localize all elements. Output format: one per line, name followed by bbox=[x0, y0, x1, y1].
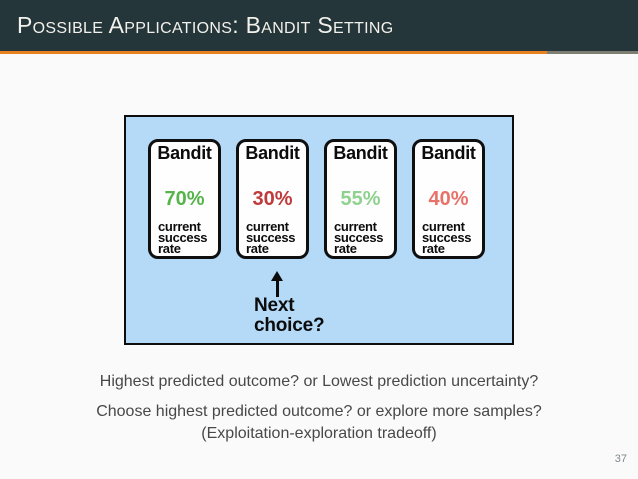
progress-bar-fill bbox=[0, 51, 547, 54]
page-number: 37 bbox=[614, 453, 627, 465]
bandit-card-title: Bandit bbox=[245, 143, 300, 163]
bandit-card-title: Bandit bbox=[333, 143, 388, 163]
progress-bar bbox=[0, 51, 638, 54]
next-choice-line: Next bbox=[254, 295, 295, 316]
caption-line: success bbox=[158, 230, 208, 245]
caption-line: rate bbox=[422, 241, 445, 256]
caption-line: rate bbox=[246, 241, 269, 256]
next-choice-label: Next choice? bbox=[254, 295, 325, 336]
bandit-card-caption: current success rate bbox=[334, 219, 384, 256]
caption-line: current bbox=[158, 219, 201, 234]
bandit-diagram-panel: Bandit 70% current success rate Bandit 3… bbox=[124, 115, 514, 345]
bandit-success-rate: 30% bbox=[252, 188, 293, 210]
body-text-tradeoff: (Exploitation-exploration tradeoff) bbox=[201, 425, 437, 442]
body-text-question-2: Choose highest predicted outcome? or exp… bbox=[96, 403, 542, 420]
bandit-success-rate: 40% bbox=[428, 188, 469, 210]
bandit-card: Bandit 40% current success rate bbox=[412, 139, 485, 259]
bandit-card: Bandit 70% current success rate bbox=[148, 139, 221, 259]
caption-line: rate bbox=[158, 241, 181, 256]
caption-line: success bbox=[334, 230, 384, 245]
caption-line: success bbox=[422, 230, 472, 245]
slide-title: Possible Applications: Bandit Setting bbox=[17, 12, 394, 38]
caption-line: success bbox=[246, 230, 296, 245]
body-text-question-1: Highest predicted outcome? or Lowest pre… bbox=[99, 373, 539, 390]
bandit-card: Bandit 30% current success rate bbox=[236, 139, 309, 259]
slide-header: Possible Applications: Bandit Setting bbox=[0, 0, 638, 51]
caption-line: current bbox=[246, 219, 289, 234]
bandit-card-title: Bandit bbox=[157, 143, 212, 163]
caption-line: rate bbox=[334, 241, 357, 256]
arrow-up-line bbox=[275, 280, 279, 297]
caption-line: current bbox=[422, 219, 465, 234]
bandit-success-rate: 70% bbox=[164, 188, 205, 210]
bandit-card-title: Bandit bbox=[421, 143, 476, 163]
bandit-card: Bandit 55% current success rate bbox=[324, 139, 397, 259]
bandit-card-caption: current success rate bbox=[158, 219, 208, 256]
arrow-up-icon bbox=[271, 271, 283, 281]
caption-line: current bbox=[334, 219, 377, 234]
next-choice-line: choice? bbox=[254, 314, 325, 336]
bandit-card-caption: current success rate bbox=[246, 219, 296, 256]
bandit-card-caption: current success rate bbox=[422, 219, 472, 256]
bandit-success-rate: 55% bbox=[340, 188, 381, 210]
